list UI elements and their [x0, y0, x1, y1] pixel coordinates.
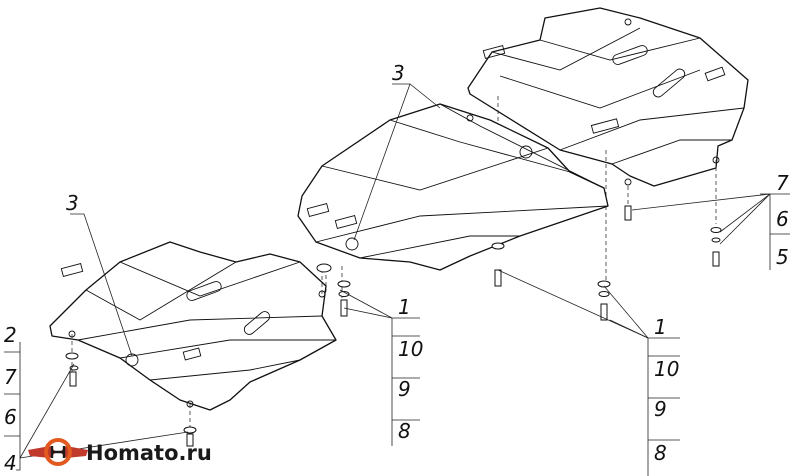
homato-logo: Homato.ru — [28, 438, 212, 466]
callout-right-top-0: 7 — [776, 171, 789, 195]
callout-mid-3: 8 — [398, 419, 411, 443]
callout-mid-2: 9 — [398, 377, 411, 401]
callout-left-3: 4 — [4, 451, 17, 475]
callout-right-bottom-1: 10 — [654, 357, 679, 381]
callout-right-top-1: 6 — [776, 207, 789, 231]
logo-text: Homato.ru — [86, 441, 212, 465]
callout-left-2: 6 — [4, 405, 17, 429]
callout-right-bottom-3: 8 — [654, 441, 667, 465]
rear-skid-plate — [467, 7, 749, 282]
callout-mid-1: 10 — [398, 337, 423, 361]
callout-mid-0: 1 — [398, 295, 411, 319]
callout-top-left: 3 — [66, 191, 79, 215]
logo-emblem-icon — [28, 438, 88, 466]
callout-right-bottom-2: 9 — [654, 397, 667, 421]
callout-ticks — [4, 233, 790, 441]
callout-right-top-2: 5 — [776, 245, 789, 269]
callout-labels: 3 3 2 7 6 4 1 10 9 8 1 10 9 8 7 6 5 — [4, 61, 789, 475]
leader-lines — [16, 83, 790, 476]
callout-right-bottom-0: 1 — [654, 315, 667, 339]
front-skid-plate — [49, 241, 337, 436]
callout-left-1: 7 — [4, 365, 17, 389]
callout-top-center: 3 — [392, 61, 405, 85]
callout-left-0: 2 — [4, 323, 17, 347]
